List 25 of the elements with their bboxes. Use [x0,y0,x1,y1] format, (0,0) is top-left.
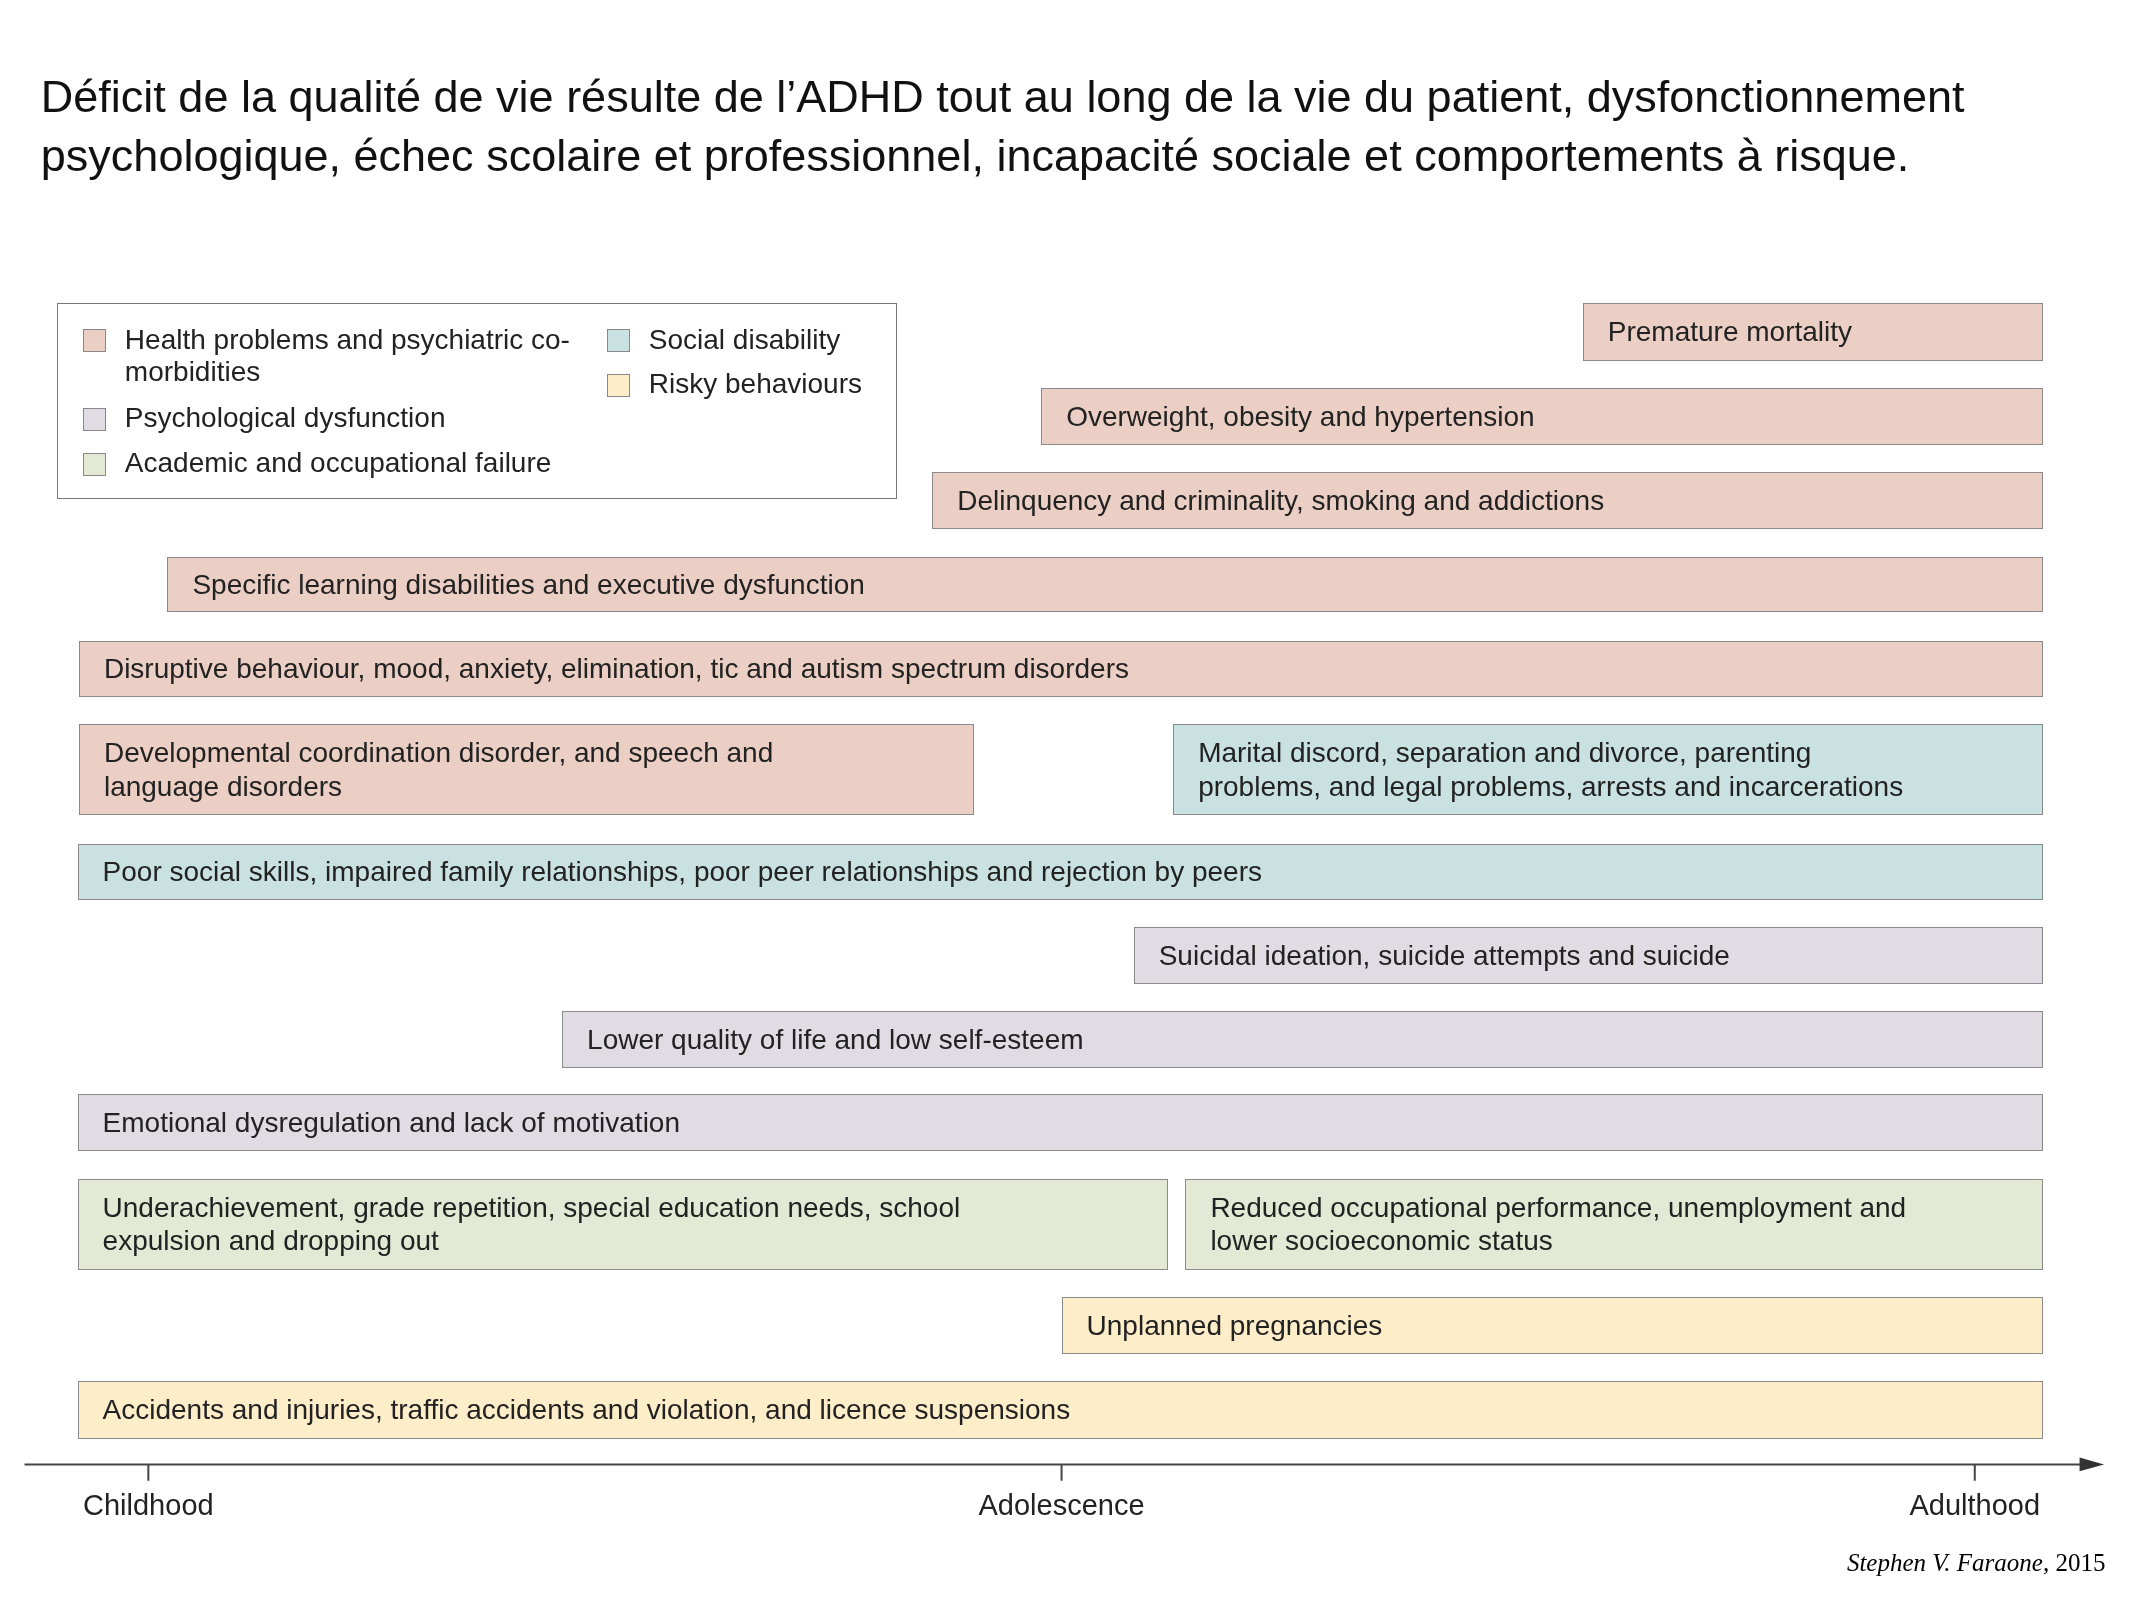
legend-label: Risky behaviours [648,368,863,401]
timeline-bar: Unplanned pregnancies [1061,1297,2043,1355]
timeline-bar: Suicidal ideation, suicide attempts and suicide [1133,926,2043,984]
timeline-bar: Disruptive behaviour, mood, anxiety, elimination, tic and autism spectrum disorders [78,641,2043,697]
axis-label: Adolescence [978,1488,1145,1522]
timeline-bar: Specific learning disabilities and executive dysfunction [167,556,2043,613]
timeline-bar: Underachievement, grade repetition, special education needs, school expulsion and dropping out [77,1178,1168,1270]
timeline-bar: Delinquency and criminality, smoking and addictions [932,472,2043,530]
axis-label: Adulthood [1909,1488,2041,1522]
timeline-bar: Poor social skills, impaired family relationships, poor peer relationships and rejection by peers [77,843,2043,900]
timeline-bar: Overweight, obesity and hypertension [1041,387,2043,446]
legend-label: Health problems and psychiatric co-morbidities [124,323,571,388]
timeline-bar: Marital discord, separation and divorce, parenting problems, and legal problems, arrests and incarcerations [1173,724,2043,816]
timeline-bar: Lower quality of life and low self-esteem [562,1011,2043,1069]
timeline-bar: Premature mortality [1582,303,2043,361]
timeline-bar: Reduced occupational performance, unemployment and lower socioeconomic status [1185,1178,2043,1270]
legend-label: Social disability [648,323,842,356]
axis-label: Childhood [83,1488,214,1522]
legend-label: Academic and occupational failure [124,447,553,480]
timeline-bar: Emotional dysregulation and lack of motivation [77,1094,2043,1152]
title-text: Déficit de la qualité de vie résulte de l’ADHD tout au long de la vie du patient, dysfonctionnement psychologique, échec scolaire et professionnel, incapacité sociale et comportements à risque. [40,70,1966,183]
timeline-bar: Accidents and injuries, traffic accidents and violation, and licence suspensions [77,1381,2043,1439]
source-caption: Stephen V. Faraone, 2015 [1846,1548,2106,1577]
timeline-bar: Developmental coordination disorder, and speech and language disorders [78,724,975,816]
legend-label: Psychological dysfunction [124,402,447,435]
